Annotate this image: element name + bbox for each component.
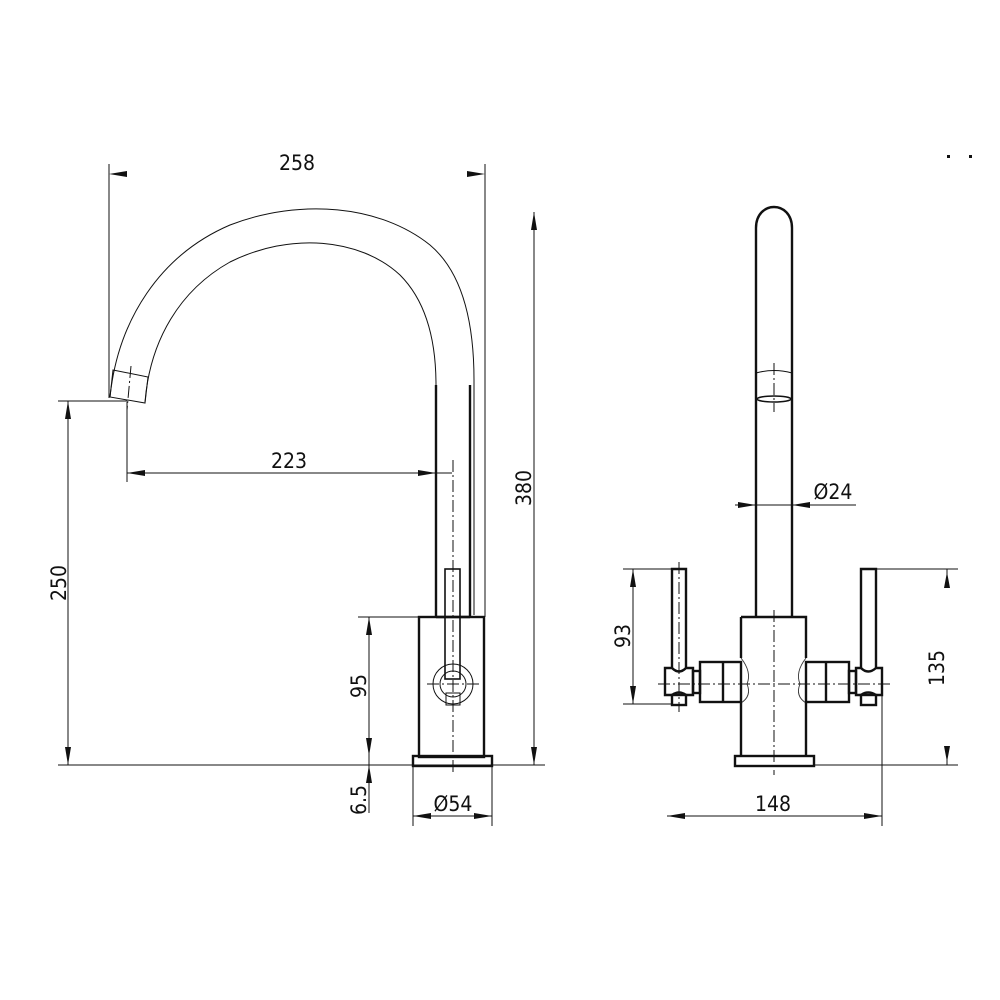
spout-outer-arc [109,208,475,615]
right-handle-knuckle [854,666,884,697]
arrow-icon [65,401,71,419]
left-handle-knuckle [663,666,695,697]
arrow-icon [792,502,810,508]
tap-body-front [739,615,808,756]
arrow-icon [944,572,950,588]
dim-24-label: Ø24 [814,480,853,504]
arrow-icon [413,813,431,819]
arrow-icon [630,686,636,704]
arrow-icon [65,747,71,765]
aerator-ring-bottom [756,395,792,403]
arrow-icon [109,171,127,177]
left-valve-housing [698,660,743,704]
dim-95-label: 95 [347,674,371,698]
arrow-icon [944,746,950,762]
right-valve-housing [804,660,851,704]
spout-inner-arc [144,242,437,615]
arrow-icon [366,738,372,756]
arrow-icon [531,212,537,230]
arrow-icon [864,813,882,819]
dim-148-label: 148 [755,792,791,816]
dim-223-label: 223 [271,449,307,473]
arrow-icon [667,813,685,819]
side-view: 258 223 250 380 95 6.5 Ø54 [47,151,545,826]
tap-body [417,615,486,759]
arrow-icon [630,569,636,587]
arrow-icon [738,502,756,508]
dim-6-5-label: 6.5 [347,785,371,815]
right-handle-tab [859,693,878,707]
corner-mark-dot [947,155,950,158]
dim-135-label: 135 [925,650,949,686]
corner-mark-dot [969,155,972,158]
arrow-icon [127,470,145,476]
dim-93-label: 93 [611,624,635,648]
dim-54-label: Ø54 [434,792,473,816]
dim-380-label: 380 [512,470,536,506]
front-view: Ø24 93 135 148 [611,205,958,826]
arrow-icon [418,470,436,476]
arrow-icon [474,813,492,819]
spout-column [754,205,794,617]
arrow-icon [366,765,372,783]
arrow-icon [531,747,537,765]
aerator-tip [109,369,149,404]
arrow-icon [366,617,372,635]
right-lever-handle [859,567,878,669]
dim-258-label: 258 [279,151,315,175]
dim-250-label: 250 [47,565,71,601]
arrow-icon [467,171,485,177]
aerator-centerline [126,365,132,411]
